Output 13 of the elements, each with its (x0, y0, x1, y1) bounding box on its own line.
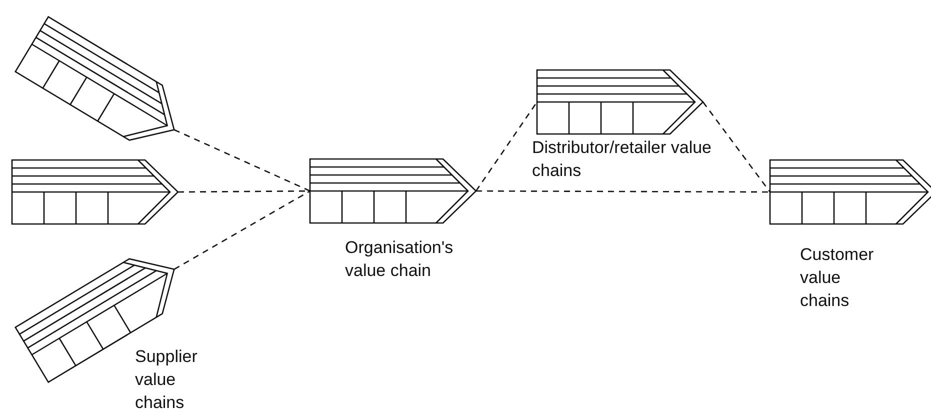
value-chain-drawing (12, 160, 178, 224)
dashed-connector (702, 102, 771, 192)
dashed-connector (174, 129, 310, 192)
chain-label: Organisation's value chain (345, 237, 454, 282)
chain-label: Distributor/retailer value chains (532, 137, 712, 182)
value-chain-drawing (537, 70, 703, 134)
chain-label: Supplier value chains (135, 346, 198, 414)
chain-label: Customer value chains (800, 244, 874, 312)
dashed-connector (476, 190, 770, 193)
dashed-connector (475, 102, 538, 192)
value-chain-drawing (770, 160, 931, 224)
dashed-connector (174, 190, 310, 270)
value-chain-drawing (310, 159, 476, 223)
